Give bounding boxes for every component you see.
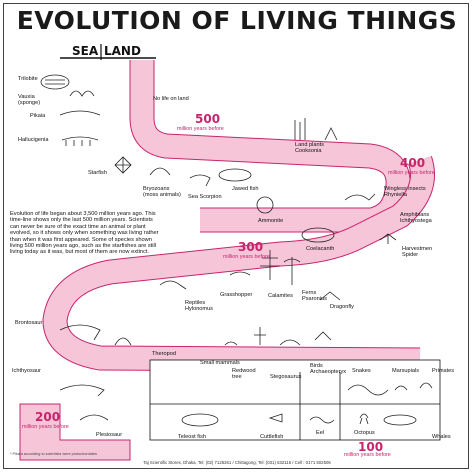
sea-scorpion-icon (189, 174, 211, 187)
land-plant-icon (294, 118, 306, 140)
label-ferns: Ferns Psaronius (302, 290, 327, 302)
label-redwood: Redwood tree (232, 368, 256, 380)
label-harvestmen: Harvestmen Spider (402, 246, 433, 258)
bryozoan-icon (149, 167, 171, 176)
label-coelacanth: Coelacanth (306, 246, 335, 252)
trilobite-segments (45, 79, 65, 85)
pikaia-icon (59, 110, 101, 116)
calamites-icon (260, 250, 280, 280)
label-jawed-fish: Jawed fish (232, 186, 259, 192)
jawed-fish-icon (218, 168, 252, 182)
label-bryozoans: Bryozoans (moss animals) (143, 186, 181, 198)
amphibian-icon (344, 193, 376, 201)
label-amphibians: Amphibians Ichthyostega (400, 212, 432, 224)
dragonfly-icon (319, 291, 341, 301)
label-plesiosaur: Plesiosaur (96, 432, 123, 438)
intro-paragraph: Evolution of life began about 3,500 mill… (10, 211, 159, 256)
marker-300-unit: million years before (223, 254, 270, 260)
label-starfish: Starfish (88, 170, 107, 176)
label-stegosaurus: Stegosaurus (270, 374, 302, 380)
grasshopper-icon (229, 271, 251, 276)
stegosaurus-icon (279, 339, 301, 346)
vauxia-icon (69, 90, 95, 97)
theropod-icon (114, 337, 132, 346)
fern-icon (283, 257, 301, 285)
ichthyosaur-icon (59, 384, 105, 397)
marker-100-unit: million years before (344, 452, 391, 458)
ammonite-icon (256, 196, 274, 214)
label-small-mammals: Small mammals (200, 360, 240, 366)
label-snakes: Snakes (352, 368, 371, 374)
sea-header: SEA (72, 44, 99, 58)
label-eel: Eel (316, 430, 325, 436)
starfish-icon (114, 156, 132, 174)
label-land-plants: Land plants Cooksonia (295, 142, 324, 154)
marker-400-unit: million years before (388, 170, 435, 176)
plesiosaur-icon (79, 414, 109, 421)
poster-title: EVOLUTION OF LIVING THINGS (16, 6, 458, 35)
reptile-icon (159, 280, 187, 290)
octopus-icon (359, 413, 369, 425)
label-whales: Whales (432, 434, 451, 440)
land-header: LAND (104, 44, 141, 58)
marker-200: 200 (35, 410, 61, 424)
trilobite-icon (40, 74, 70, 90)
label-calamites: Calamites (268, 293, 293, 299)
poster-frame (3, 3, 469, 469)
wingless-insect-icon (324, 127, 338, 141)
hallucigenia-icon (61, 136, 99, 146)
marker-400: 400 (400, 156, 426, 170)
marsupial-icon (394, 385, 408, 391)
timeline-band-2-fill (43, 156, 434, 372)
label-vauxia: Vauxia (sponge) (18, 94, 41, 106)
label-theropod: Theropod (152, 351, 176, 357)
primate-icon (419, 382, 433, 389)
marker-300: 300 (238, 240, 264, 254)
organism-sketches (40, 74, 433, 427)
bird-icon (314, 331, 332, 341)
small-mammal-icon (224, 341, 238, 346)
label-teleost: Teleost fish (178, 434, 206, 440)
label-hallucigenia: Hallucigenia (18, 137, 49, 143)
label-ammonite: Ammonite (258, 218, 284, 224)
label-ichthyosaur: Ichthyosaur (12, 368, 41, 374)
marker-100: 100 (358, 440, 384, 454)
label-dragonfly: Dragonfly (330, 304, 354, 310)
label-brontosaur: Brontosaur (15, 320, 43, 326)
cuttlefish-icon (268, 413, 283, 423)
snake-icon (347, 384, 389, 396)
marker-500-unit: million years before (177, 126, 224, 132)
redwood-icon (254, 327, 266, 345)
label-grasshopper: Grasshopper (220, 292, 253, 298)
label-wingless-insects: Wingless insects Rhyniella (384, 186, 426, 198)
brontosaur-icon (59, 324, 101, 341)
marker-200-unit: million years before (22, 424, 69, 430)
label-trilobite: Trilobite (18, 76, 38, 82)
spider-icon (379, 233, 397, 244)
eel-icon (309, 416, 335, 424)
label-pikaia: Pikaia (30, 113, 46, 119)
label-reptiles: Reptiles Hylonomus (185, 300, 213, 312)
teleost-fish-icon (181, 413, 219, 427)
timeline-band-3 (19, 403, 131, 461)
label-octopus: Octopus (354, 430, 375, 436)
lower-panel (149, 359, 441, 441)
publisher-footer: Taj Scientific Stores, Dhaka, Tel: (02) … (143, 460, 331, 465)
label-birds: Birds Archaeopteryx (310, 363, 347, 375)
marker-500: 500 (195, 112, 221, 126)
coelacanth-icon (301, 227, 335, 243)
label-no-life: No life on land (153, 96, 189, 102)
label-marsupials: Marsupials (392, 368, 420, 374)
label-sea-scorpion: Sea Scorpion (188, 194, 222, 200)
whale-icon (383, 414, 417, 426)
label-primates: Primates (432, 368, 455, 374)
label-cuttlefish: Cuttlefish (260, 434, 284, 440)
footnote: * Pikaia according to scientists were pr… (10, 452, 97, 456)
